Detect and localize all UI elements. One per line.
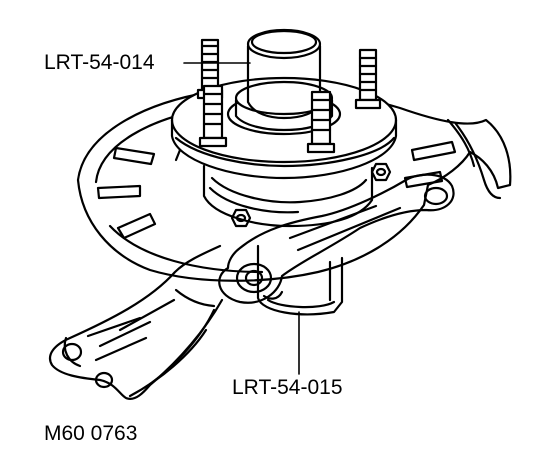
wheel-stud (306, 90, 336, 154)
callout-label-top: LRT-54-014 (44, 51, 155, 74)
wheel-stud (354, 48, 382, 110)
wheel-studs (196, 38, 382, 154)
hub-flange (170, 76, 398, 228)
callout-label-bottom: LRT-54-015 (232, 376, 343, 399)
leader-lines (183, 62, 300, 375)
figure-code: M60 0763 (44, 422, 138, 445)
suspension-arm (218, 173, 455, 304)
hub-boss (234, 28, 334, 132)
wheel-stud (198, 84, 228, 148)
steering-knuckle (48, 244, 224, 400)
